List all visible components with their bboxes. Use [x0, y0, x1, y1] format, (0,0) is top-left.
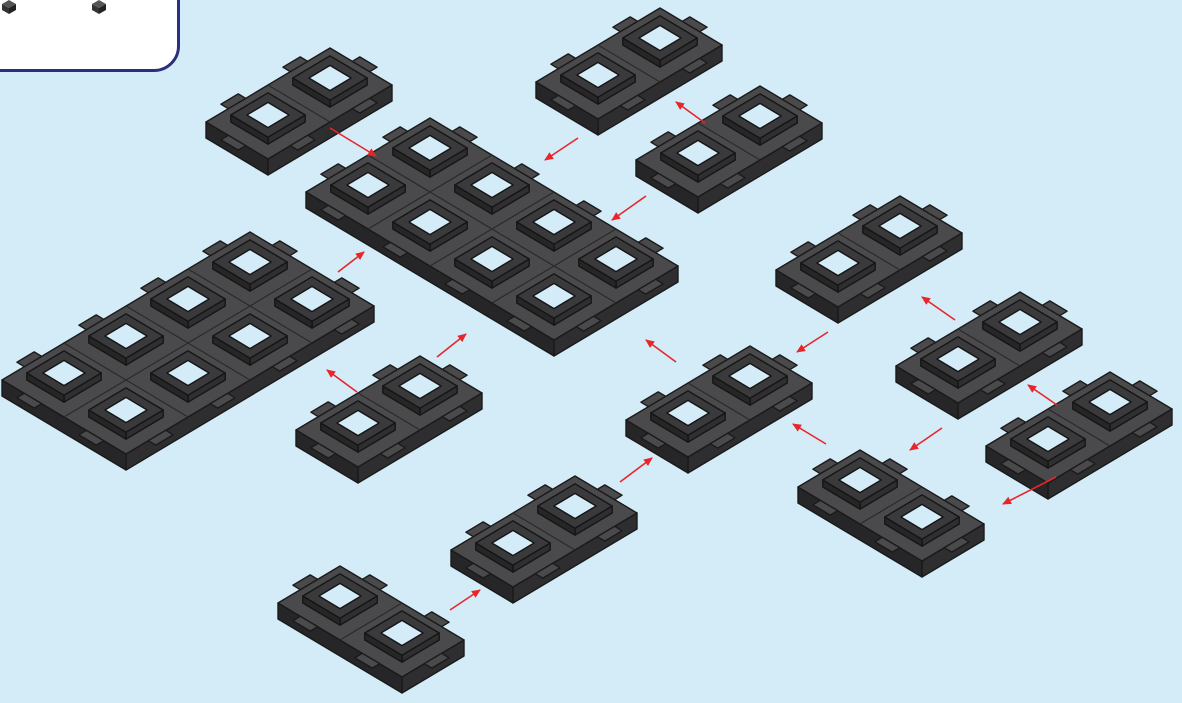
arrow-icon	[620, 458, 652, 482]
arrow-icon	[797, 332, 828, 352]
arrow-icon	[545, 138, 578, 160]
arrow-icon	[612, 196, 646, 220]
small-plate	[278, 566, 464, 693]
arrow-icon	[450, 590, 480, 610]
arrow-icon	[910, 428, 942, 450]
small-plate	[636, 86, 822, 213]
arrow-icon	[437, 334, 466, 357]
cube-icon	[1, 0, 17, 15]
plates-layer	[2, 8, 1172, 693]
small-plate	[296, 356, 482, 483]
arrow-icon	[1028, 385, 1057, 405]
arrow-icon	[338, 252, 364, 272]
small-plate	[451, 476, 637, 603]
callout-panel	[0, 0, 180, 72]
small-plate	[776, 196, 962, 323]
small-plate	[206, 48, 392, 175]
arrow-icon	[922, 297, 955, 320]
small-plate	[798, 450, 984, 577]
cube-icon	[91, 0, 107, 15]
arrow-icon	[646, 340, 676, 362]
small-plate	[986, 372, 1172, 499]
arrow-icon	[327, 370, 357, 392]
arrow-icon	[793, 424, 826, 444]
arrow-icon	[676, 102, 705, 123]
small-plate	[896, 292, 1082, 419]
small-plate	[626, 346, 812, 473]
arrow-icon	[330, 128, 376, 156]
